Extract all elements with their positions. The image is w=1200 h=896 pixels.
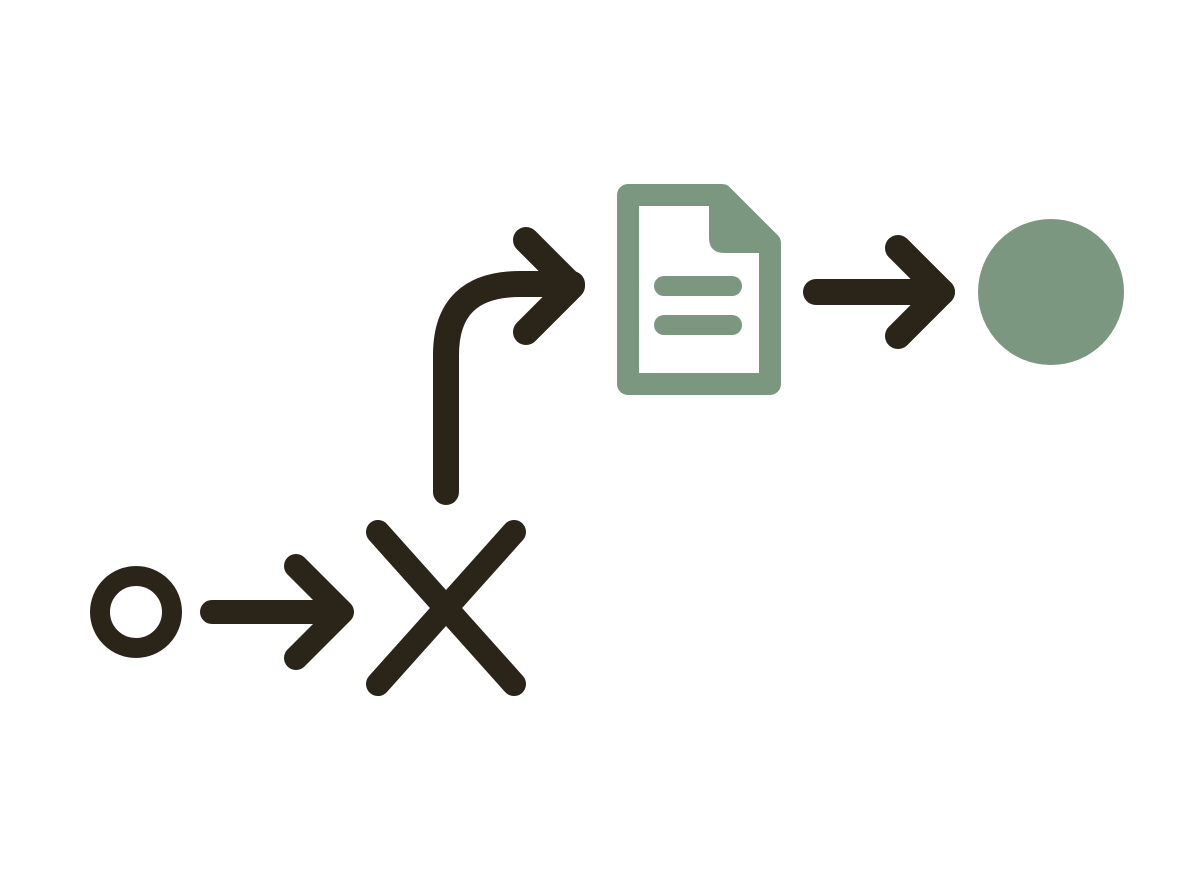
end-node-icon	[978, 219, 1124, 365]
edge-document-to-end	[803, 235, 955, 349]
document-icon	[617, 184, 781, 395]
edge-gateway-to-document	[433, 227, 585, 505]
arrow-head-icon	[885, 235, 955, 349]
arrow-shaft	[433, 271, 585, 505]
start-node-icon	[90, 566, 182, 658]
arrow-head-icon	[284, 554, 354, 670]
arrow-head-icon	[513, 227, 585, 345]
edge-start-to-gateway	[200, 554, 354, 670]
exclusive-gateway-icon	[366, 520, 526, 696]
